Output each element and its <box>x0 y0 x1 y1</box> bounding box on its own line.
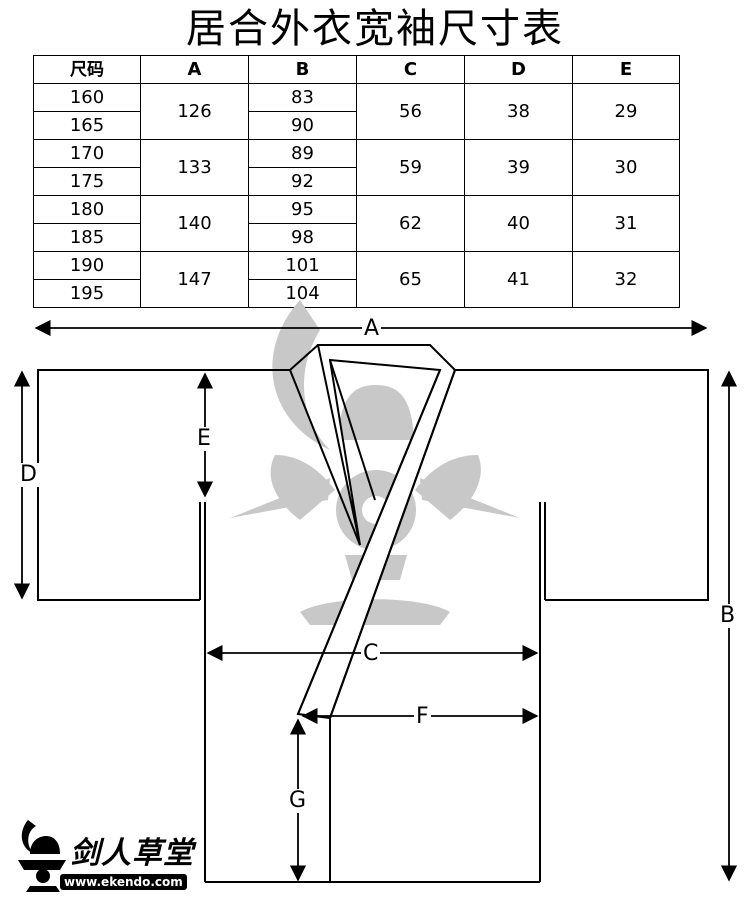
dim-label-a: A <box>362 316 382 341</box>
logo-url: www.ekendo.com <box>60 874 187 890</box>
table-row: 160 126 83 56 38 29 <box>33 83 680 140</box>
table-row: 165 90 <box>33 111 680 140</box>
cell-c: 56 <box>356 83 465 140</box>
cell-d: 38 <box>464 83 573 140</box>
col-header-e: E <box>572 55 680 84</box>
logo-name: 剑人草堂 <box>70 836 194 871</box>
col-header-b: B <box>248 55 357 84</box>
cell-size: 165 <box>33 111 141 140</box>
dim-label-b: B <box>718 603 738 628</box>
cell-e: 31 <box>572 195 680 252</box>
cell-a: 133 <box>140 139 249 196</box>
cell-b: 83 <box>248 83 357 112</box>
garment-outline <box>37 369 709 883</box>
cell-size: 185 <box>33 223 141 252</box>
dim-label-c: C <box>361 641 381 666</box>
cell-size: 180 <box>33 195 141 224</box>
cell-size: 160 <box>33 83 141 112</box>
col-header-size: 尺码 <box>33 55 141 84</box>
dim-label-g: G <box>287 788 309 813</box>
page-title: 居合外衣宽袖尺寸表 <box>186 6 564 52</box>
cell-d: 40 <box>464 195 573 252</box>
cell-e: 32 <box>572 251 680 308</box>
cell-b: 92 <box>248 167 357 196</box>
cell-c: 62 <box>356 195 465 252</box>
table-row: 175 92 <box>33 167 680 196</box>
cell-d: 41 <box>464 251 573 308</box>
cell-e: 29 <box>572 83 680 140</box>
cell-size: 190 <box>33 251 141 280</box>
dim-label-e: E <box>195 426 213 451</box>
col-header-a: A <box>140 55 249 84</box>
cell-c: 65 <box>356 251 465 308</box>
cell-size: 195 <box>33 279 141 308</box>
size-table: 尺码 A B C D E 160 126 83 56 38 29 165 90 … <box>33 55 680 308</box>
cell-a: 126 <box>140 83 249 140</box>
kabuto-helmet-icon <box>18 820 66 892</box>
cell-e: 30 <box>572 139 680 196</box>
table-row: 180 140 95 62 40 31 <box>33 195 680 252</box>
dim-label-f: F <box>414 704 431 729</box>
col-header-d: D <box>464 55 573 84</box>
cell-size: 175 <box>33 167 141 196</box>
cell-c: 59 <box>356 139 465 196</box>
cell-b: 89 <box>248 139 357 168</box>
table-row: 190 147 101 65 41 32 <box>33 251 680 308</box>
cell-a: 147 <box>140 251 249 308</box>
dim-label-d: D <box>18 462 39 487</box>
table-header-row: 尺码 A B C D E <box>33 55 680 84</box>
table-row: 170 133 89 59 39 30 <box>33 139 680 196</box>
